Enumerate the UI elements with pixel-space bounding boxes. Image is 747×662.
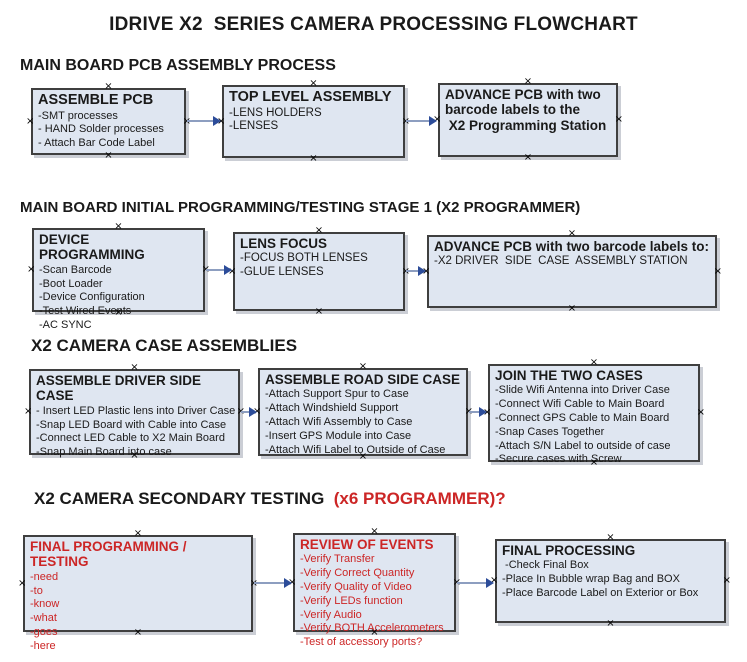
arrowhead-icon — [213, 116, 221, 126]
box-lens-focus[interactable]: LENS FOCUS -FOCUS BOTH LENSES -GLUE LENS… — [228, 226, 410, 317]
arrow-line — [469, 411, 482, 413]
anchor-handle-icon: × — [567, 228, 577, 239]
anchor-handle-icon: × — [370, 526, 379, 537]
anchor-handle-icon: × — [606, 618, 615, 629]
arrow-line — [187, 120, 216, 122]
arrowhead-icon — [249, 407, 257, 417]
flow-arrow[interactable] — [406, 266, 426, 276]
box-final-programming-testing[interactable]: FINAL PROGRAMMING / TESTING -need -to -k… — [18, 529, 258, 652]
arrow-line — [206, 269, 227, 271]
anchor-handle-icon: × — [309, 153, 318, 164]
box-title: LENS FOCUS — [240, 236, 328, 251]
anchor-handle-icon: × — [358, 361, 368, 372]
box-title: ASSEMBLE PCB — [38, 92, 154, 108]
anchor-handle-icon: × — [523, 152, 533, 163]
flowchart-title: IDRIVE X2 SERIES CAMERA PROCESSING FLOWC… — [109, 14, 638, 35]
anchor-handle-icon: × — [130, 362, 139, 373]
box-title: DEVICE PROGRAMMING — [39, 232, 145, 263]
box-title: FINAL PROCESSING — [502, 543, 636, 558]
anchor-handle-icon: × — [314, 225, 324, 236]
arrowhead-icon — [284, 578, 292, 588]
box-assemble-road-side-case[interactable]: ASSEMBLE ROAD SIDE CASE -Attach Support … — [253, 362, 473, 462]
flow-arrow[interactable] — [457, 578, 494, 588]
arrowhead-icon — [429, 116, 437, 126]
anchor-handle-icon: × — [114, 221, 123, 232]
box-items: -FOCUS BOTH LENSES -GLUE LENSES — [240, 252, 368, 279]
arrowhead-icon — [486, 578, 494, 588]
section-heading-black-part: X2 CAMERA SECONDARY TESTING — [34, 489, 330, 508]
box-items: -Verify Transfer -Verify Correct Quantit… — [300, 553, 444, 649]
anchor-handle-icon: × — [567, 303, 577, 314]
arrow-line — [406, 120, 432, 122]
flow-arrow[interactable] — [406, 116, 437, 126]
anchor-handle-icon: × — [27, 264, 36, 275]
box-title: REVIEW OF EVENTS — [300, 537, 434, 552]
anchor-handle-icon: × — [24, 406, 33, 417]
anchor-handle-icon: × — [713, 265, 722, 277]
section-heading-initial-programming: MAIN BOARD INITIAL PROGRAMMING/TESTING S… — [20, 199, 581, 216]
anchor-handle-icon: × — [309, 78, 318, 89]
section-heading-case-assemblies: X2 CAMERA CASE ASSEMBLIES — [31, 336, 298, 355]
box-items: -X2 DRIVER SIDE CASE ASSEMBLY STATION — [434, 255, 688, 268]
anchor-handle-icon: × — [696, 407, 705, 418]
box-items: -Slide Wifi Antenna into Driver Case -Co… — [495, 384, 671, 466]
box-join-the-two-cases[interactable]: JOIN THE TWO CASES -Slide Wifi Antenna i… — [483, 358, 705, 468]
flow-arrow[interactable] — [206, 265, 232, 275]
arrow-line — [241, 411, 252, 413]
box-assemble-pcb[interactable]: ASSEMBLE PCB -SMT processes - HAND Solde… — [26, 82, 191, 161]
box-device-programming[interactable]: DEVICE PROGRAMMING -Scan Barcode -Boot L… — [27, 222, 210, 331]
arrowhead-icon — [479, 407, 487, 417]
flow-arrow[interactable] — [187, 116, 221, 126]
box-items: -Check Final Box -Place In Bubble wrap B… — [502, 559, 699, 599]
box-title: JOIN THE TWO CASES — [495, 368, 643, 383]
section-heading-secondary-testing: X2 CAMERA SECONDARY TESTING (x6 PROGRAMM… — [34, 489, 506, 509]
box-items: -SMT processes - HAND Solder processes -… — [38, 109, 164, 150]
box-advance-pcb-driver-side[interactable]: ADVANCE PCB with two barcode labels to: … — [422, 229, 722, 314]
box-items: -Attach Support Spur to Case -Attach Win… — [265, 388, 446, 456]
anchor-handle-icon: × — [314, 306, 324, 317]
arrow-line — [457, 582, 489, 584]
box-title: ASSEMBLE ROAD SIDE CASE — [265, 372, 461, 387]
box-title: ASSEMBLE DRIVER SIDE CASE — [36, 373, 205, 404]
box-title: TOP LEVEL ASSEMBLY — [229, 89, 392, 105]
anchor-handle-icon: × — [18, 577, 27, 589]
box-title: FINAL PROGRAMMING / TESTING — [30, 539, 191, 570]
box-items: -Scan Barcode -Boot Loader -Device Confi… — [39, 263, 145, 331]
box-advance-pcb-programming-station[interactable]: ADVANCE PCB with two barcode labels to t… — [433, 77, 623, 163]
anchor-handle-icon: × — [606, 532, 615, 543]
box-review-of-events[interactable]: REVIEW OF EVENTS -Verify Transfer -Verif… — [288, 527, 461, 649]
box-items: -need -to -know -what -goes -here — [30, 570, 60, 652]
box-assemble-driver-side-case[interactable]: ASSEMBLE DRIVER SIDE CASE - Insert LED P… — [24, 363, 245, 461]
box-items: - Insert LED Plastic lens into Driver Ca… — [36, 404, 236, 459]
arrow-line — [406, 270, 421, 272]
anchor-handle-icon: × — [133, 528, 143, 539]
anchor-handle-icon: × — [614, 114, 623, 125]
anchor-handle-icon: × — [589, 357, 599, 368]
box-title: ADVANCE PCB with two barcode labels to: — [434, 239, 710, 254]
anchor-handle-icon: × — [104, 150, 113, 161]
box-top-level-assembly[interactable]: TOP LEVEL ASSEMBLY -LENS HOLDERS -LENSES… — [217, 79, 410, 164]
anchor-handle-icon: × — [722, 575, 731, 586]
flow-arrow[interactable] — [469, 407, 487, 417]
flow-arrow[interactable] — [254, 578, 292, 588]
arrowhead-icon — [418, 266, 426, 276]
arrow-line — [254, 582, 287, 584]
anchor-handle-icon: × — [523, 76, 533, 87]
box-items: -LENS HOLDERS -LENSES — [229, 106, 322, 133]
section-heading-pcb-assembly: MAIN BOARD PCB ASSEMBLY PROCESS — [20, 57, 336, 74]
arrowhead-icon — [224, 265, 232, 275]
flow-arrow[interactable] — [241, 407, 257, 417]
box-title: ADVANCE PCB with two barcode labels to t… — [445, 87, 607, 133]
section-heading-red-part: (x6 PROGRAMMER)? — [329, 489, 506, 508]
anchor-handle-icon: × — [26, 115, 35, 127]
box-final-processing[interactable]: FINAL PROCESSING -Check Final Box -Place… — [490, 533, 731, 629]
anchor-handle-icon: × — [104, 81, 113, 92]
